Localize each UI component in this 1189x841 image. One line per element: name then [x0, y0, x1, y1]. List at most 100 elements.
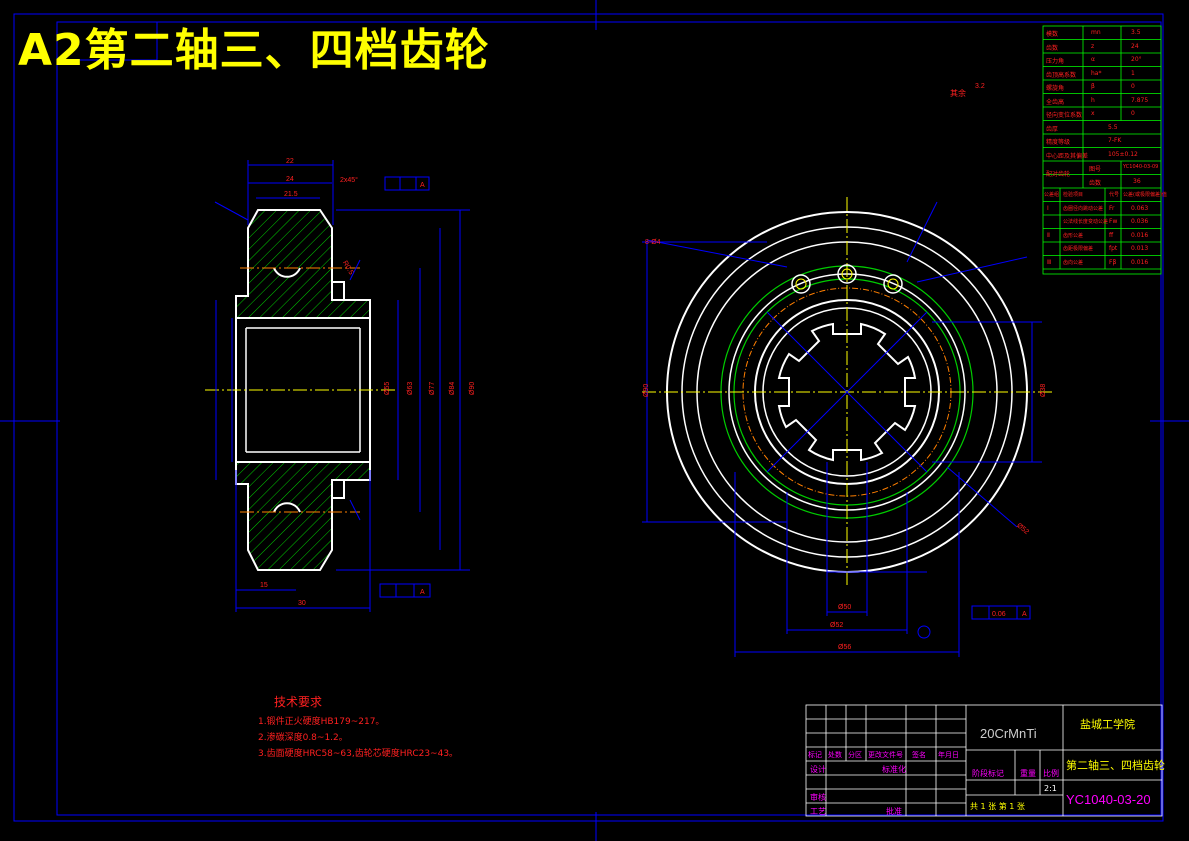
tol-h-val: 公差(或极限偏差)值	[1123, 192, 1167, 198]
dim-bottom1: 15	[260, 582, 268, 589]
param-val: 20°	[1131, 56, 1142, 63]
std-label: 标准化	[882, 765, 906, 774]
tech-item-3: 3.齿面硬度HRC58~63,齿轮芯硬度HRC23~43。	[258, 749, 459, 759]
param-val: 0	[1131, 83, 1135, 90]
drawing-no-stamp	[56, 21, 158, 61]
scale-label: 比例	[1043, 769, 1059, 778]
dim-top2: 24	[286, 176, 294, 183]
tol-h-item: 检验项目	[1063, 192, 1084, 198]
school-label: 盐城工学院	[1080, 718, 1135, 731]
dim-bottom2: 30	[298, 600, 306, 607]
mating-fig-label: 图号	[1089, 166, 1102, 173]
tol-item: 齿圈径向跳动公差	[1063, 205, 1104, 212]
param-name: 压力角	[1046, 58, 1065, 65]
dim-front-gtol: 0.06	[992, 611, 1006, 618]
tol-group: Ⅲ	[1047, 258, 1052, 266]
front-view	[642, 197, 1052, 657]
param-val: 3.5	[1131, 29, 1141, 36]
tol-h-group: 公差组	[1044, 192, 1060, 198]
param-sym: z	[1091, 42, 1095, 50]
param-val: 7-FK	[1108, 137, 1122, 144]
review-label: 审核	[810, 793, 826, 802]
param-sym: α	[1091, 56, 1095, 63]
rev-mark-label: 标记	[808, 751, 822, 759]
param-sym: mn	[1091, 29, 1101, 36]
tol-val: 0.036	[1131, 218, 1149, 225]
param-val: 5.5	[1108, 123, 1118, 131]
process-label: 工艺	[810, 807, 826, 816]
datum-a-bottom: A	[420, 589, 425, 596]
param-name: 模数	[1046, 31, 1059, 38]
material-label: 20CrMnTi	[980, 726, 1037, 741]
datum-a-front: A	[1022, 611, 1027, 618]
mating-teeth-label: 齿数	[1089, 179, 1102, 187]
dim-r1: R0.5	[341, 260, 355, 276]
tol-val: 0.013	[1131, 245, 1149, 252]
tech-item-1: 1.锻件正火硬度HB179~217。	[258, 717, 385, 727]
dim-front-keys: 8-Ø4	[645, 239, 661, 246]
sheet-title: A2第二轴三、四档齿轮	[18, 25, 490, 76]
param-sym: h	[1091, 96, 1095, 104]
rev-count-label: 处数	[828, 751, 842, 759]
param-sym: x	[1091, 110, 1095, 117]
title-block	[805, 704, 1163, 817]
param-sym: ha*	[1091, 69, 1102, 77]
tol-item: 公法线长度变动公差	[1063, 219, 1109, 225]
technical-requirements: 技术要求 1.锻件正火硬度HB179~217。 2.渗碳深度0.8~1.2。 3…	[258, 694, 458, 762]
tol-val: 0.016	[1131, 231, 1149, 239]
tol-item: 齿距极限偏差	[1063, 246, 1094, 252]
tol-code: ff	[1109, 231, 1114, 239]
tech-heading: 技术要求	[274, 695, 323, 709]
param-name: 齿数	[1046, 44, 1059, 52]
param-val: 0	[1131, 110, 1135, 117]
param-name: 精度等级	[1046, 139, 1071, 146]
tol-code: Fr	[1109, 204, 1115, 212]
weight-label: 重量	[1020, 769, 1036, 778]
tol-item: 齿向公差	[1063, 259, 1084, 266]
tol-group: Ⅱ	[1047, 231, 1050, 239]
gear-param-table	[1042, 25, 1162, 275]
param-name: 螺旋角	[1046, 85, 1065, 92]
tol-code: Fw	[1109, 218, 1118, 225]
mating-label: 配对齿轮	[1046, 171, 1071, 178]
dim-d1: Ø55	[384, 382, 391, 395]
dim-front-w1: Ø56	[838, 644, 851, 651]
sheet-info: 共 1 张 第 1 张	[970, 802, 1025, 811]
tol-val: 0.063	[1131, 204, 1149, 212]
part-name-label: 第二轴三、四档齿轮	[1066, 759, 1165, 772]
param-name: 径向变位系数	[1046, 112, 1083, 119]
param-name: 中心距及其偏差	[1046, 152, 1089, 160]
param-name: 全齿高	[1046, 98, 1065, 106]
dim-d5: Ø90	[469, 382, 476, 395]
dim-front-spline: Ø52	[1015, 522, 1030, 536]
inner-frame	[56, 21, 1162, 816]
dim-chamfer: 2x45°	[340, 176, 358, 184]
param-val: 105±0.12	[1108, 150, 1138, 158]
dim-d4: Ø84	[449, 382, 456, 395]
dim-front-w3: Ø50	[838, 604, 851, 611]
mating-fig: YC1040-03-09	[1123, 164, 1159, 170]
param-val: 24	[1131, 42, 1139, 50]
rev-doc-label: 更改文件号	[868, 751, 903, 759]
dim-front-w2: Ø52	[830, 622, 843, 629]
section-view	[205, 160, 470, 612]
dim-front-od: Ø90	[643, 384, 650, 397]
tol-group: Ⅰ	[1047, 204, 1049, 212]
tech-item-2: 2.渗碳深度0.8~1.2。	[258, 733, 348, 743]
datum-a-top: A	[420, 182, 425, 189]
dim-d2: Ø63	[407, 382, 414, 395]
param-name: 齿厚	[1046, 125, 1059, 133]
param-val: 7.875	[1131, 96, 1149, 104]
rev-date-label: 年月日	[938, 751, 959, 759]
dim-d3: Ø77	[429, 382, 436, 395]
param-val: 1	[1131, 69, 1135, 77]
tol-code: fpt	[1109, 245, 1118, 252]
param-sym: β	[1091, 83, 1095, 90]
rev-zone-label: 分区	[848, 751, 862, 759]
tol-h-code: 代号	[1109, 192, 1120, 198]
dim-top1: 22	[286, 158, 294, 165]
approve-label: 批准	[886, 807, 902, 816]
drawing-number: YC1040-03-20	[1066, 792, 1151, 807]
dim-rough: 3.2	[975, 83, 985, 90]
